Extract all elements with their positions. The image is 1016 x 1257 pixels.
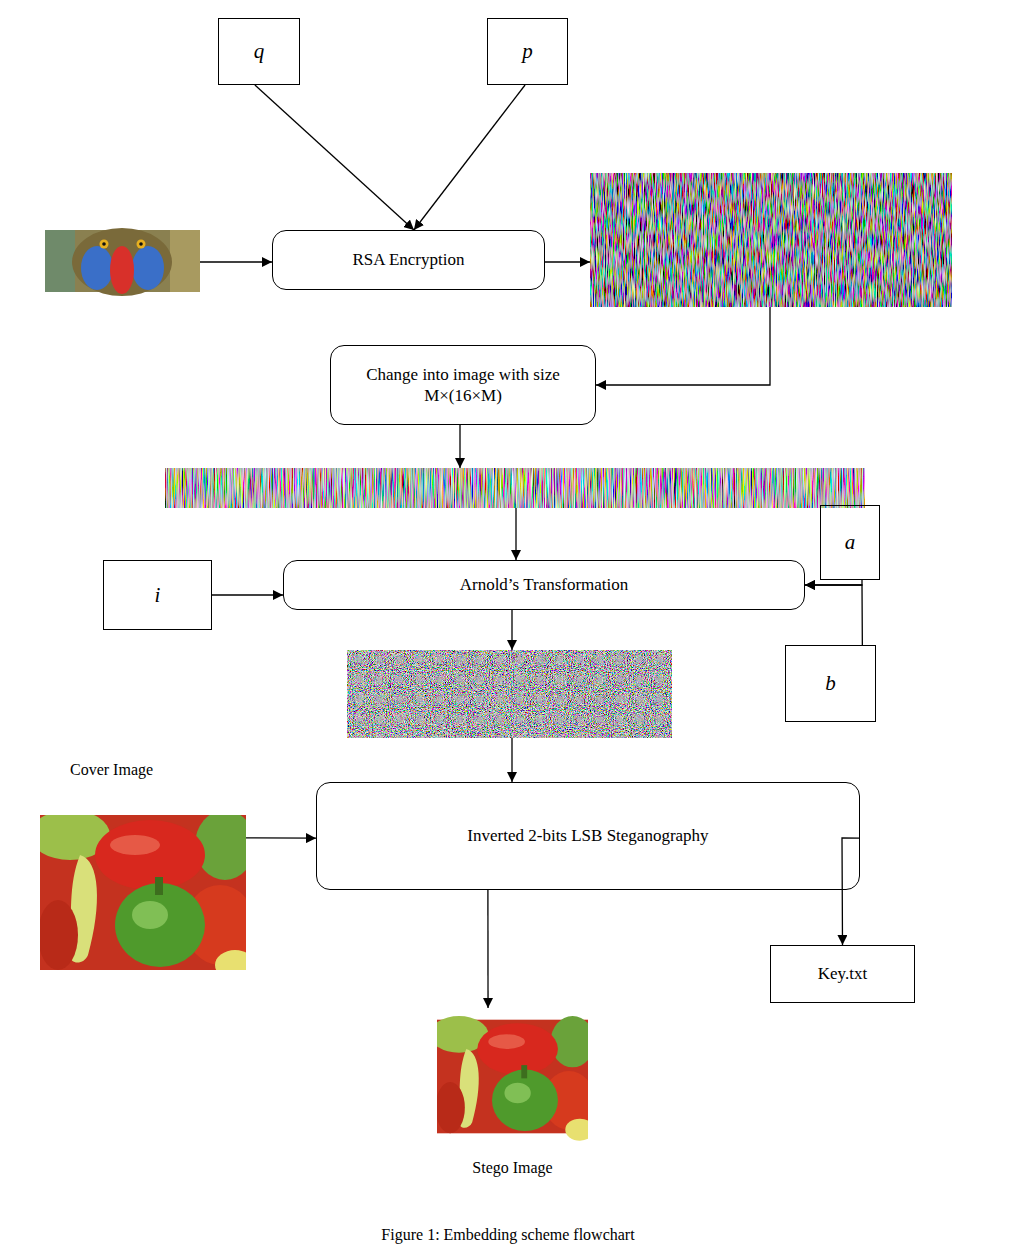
node-label: Key.txt (818, 963, 867, 984)
process-box: Inverted 2-bits LSB Steganography (316, 782, 860, 890)
stego-image (430, 1016, 595, 1141)
parameter-box: q (218, 18, 300, 85)
flow-arrow (511, 610, 512, 650)
flow-arrows (200, 262, 770, 782)
arrow-connector (805, 585, 862, 645)
cover-image (30, 810, 255, 980)
flow-arrow (515, 508, 516, 560)
arrow-connector (212, 594, 283, 595)
arrow-connector (414, 85, 525, 230)
image-node: Stego Image (437, 1008, 588, 1178)
arrow-connector (246, 837, 316, 839)
node-label: q (254, 38, 265, 64)
parameter-box: p (487, 18, 568, 85)
node-label: Change into image with size M×(16×M) (352, 364, 574, 407)
process-box: RSA Encryption (272, 230, 545, 290)
arrow-connector (255, 85, 414, 230)
parameter-box: a (820, 505, 880, 580)
process-box: Arnold’s Transformation (283, 560, 805, 610)
parameter-box: i (103, 560, 212, 630)
scrambled-noise-image (347, 650, 672, 738)
flow-arrow (545, 261, 590, 262)
node-label: p (522, 38, 533, 64)
output-box: Key.txt (770, 945, 915, 1003)
node-label: i (155, 582, 161, 608)
process-box: Change into image with size M×(16×M) (330, 345, 596, 425)
encrypted-noise-image (590, 173, 952, 307)
node-label: Stego Image (472, 1158, 552, 1178)
node-label: Inverted 2-bits LSB Steganography (467, 825, 708, 846)
node-label: a (845, 529, 856, 555)
arrow-connector (487, 890, 488, 1008)
arrow-connector (842, 838, 860, 945)
node-label: Arnold’s Transformation (460, 574, 629, 595)
flow-arrow (596, 307, 770, 385)
reshaped-noise-image (165, 468, 865, 508)
flow-arrow (511, 738, 512, 782)
figure-caption: Figure 1: Embedding scheme flowchart (0, 1226, 1016, 1244)
parameter-box: b (785, 645, 876, 722)
node-label: Cover Image (70, 760, 153, 780)
flow-arrow (459, 425, 460, 468)
arrow-connector (805, 580, 862, 585)
node-label: RSA Encryption (353, 249, 465, 270)
baboon-image (45, 228, 200, 296)
node-label: b (825, 670, 836, 696)
image-node: Cover Image (40, 760, 246, 970)
flow-arrow (200, 261, 272, 262)
